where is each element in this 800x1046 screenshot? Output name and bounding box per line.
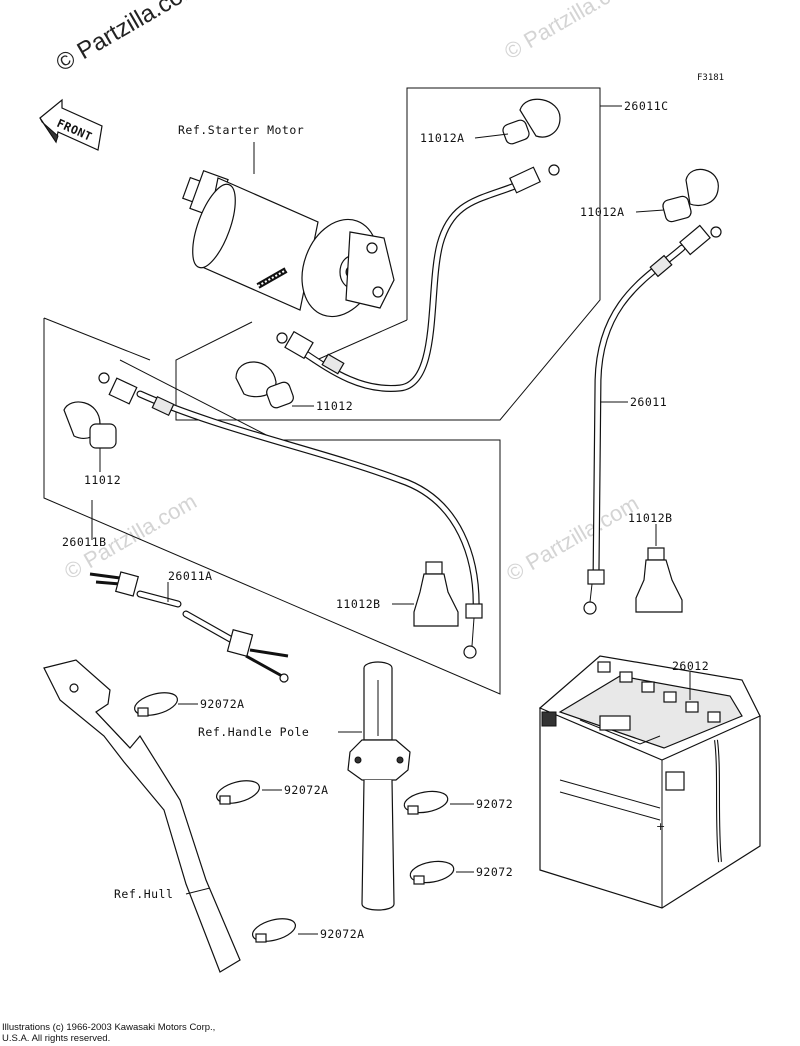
watermark-top: © Partzilla.com bbox=[52, 0, 206, 77]
clamp-92072A-1 bbox=[133, 692, 179, 717]
boot-11012-center bbox=[235, 361, 294, 409]
copyright-line-1: Illustrations (c) 1966-2003 Kawasaki Mot… bbox=[2, 1022, 216, 1033]
copyright-line-2: U.S.A. All rights reserved. bbox=[2, 1033, 111, 1044]
part-11012A-upper-label: 11012A bbox=[420, 131, 465, 145]
battery-vent-caps bbox=[597, 661, 721, 723]
svg-text:+: + bbox=[656, 820, 665, 833]
ref-hull-label: Ref.Hull bbox=[114, 887, 173, 901]
boot-11012A-right bbox=[662, 168, 719, 223]
hull-bracket bbox=[43, 659, 241, 973]
cable-26011 bbox=[583, 224, 722, 615]
leader-11012A-upper bbox=[474, 133, 509, 139]
clamp-92072A-2 bbox=[215, 780, 261, 805]
part-92072A-1-label: 92072A bbox=[200, 697, 245, 711]
part-92072A-3-label: 92072A bbox=[320, 927, 365, 941]
watermark-right: © Partzilla.com bbox=[502, 491, 643, 587]
part-26011C-label: 26011C bbox=[624, 99, 669, 113]
part-26011B-label: 26011B bbox=[62, 535, 107, 549]
boot-11012-left bbox=[63, 401, 117, 449]
watermark-top-right: © Partzilla.com bbox=[500, 0, 641, 64]
ref-handle-pole-label: Ref.Handle Pole bbox=[198, 725, 309, 739]
cable-26011B bbox=[98, 372, 483, 659]
boot-11012A-upper bbox=[502, 98, 561, 145]
leader-hull bbox=[185, 887, 211, 895]
group-frame-lines bbox=[43, 87, 601, 695]
part-26011A-label: 26011A bbox=[168, 569, 213, 583]
part-11012A-right-label: 11012A bbox=[580, 205, 625, 219]
boot-11012B-center bbox=[413, 561, 459, 627]
cable-26011C bbox=[276, 164, 560, 392]
part-26012-label: 26012 bbox=[672, 659, 709, 673]
clamp-92072A-3 bbox=[251, 918, 297, 943]
starter-motor bbox=[182, 142, 395, 318]
part-11012B-center-label: 11012B bbox=[336, 597, 381, 611]
harness-26011A bbox=[89, 571, 289, 683]
handle-pole bbox=[347, 661, 411, 911]
part-92072-2-label: 92072 bbox=[476, 865, 513, 879]
clamp-92072-1 bbox=[403, 790, 449, 815]
part-11012-center-label: 11012 bbox=[316, 399, 353, 413]
battery-26012: + bbox=[538, 655, 761, 909]
part-92072-1-label: 92072 bbox=[476, 797, 513, 811]
clamp-92072-2 bbox=[409, 860, 455, 885]
part-11012-left-label: 11012 bbox=[84, 473, 121, 487]
leader-11012A-right bbox=[635, 209, 665, 213]
part-26011-label: 26011 bbox=[630, 395, 667, 409]
part-92072A-2-label: 92072A bbox=[284, 783, 329, 797]
figure-ref: F3181 bbox=[697, 73, 724, 83]
part-11012B-right-label: 11012B bbox=[628, 511, 673, 525]
copyright-notice: Illustrations (c) 1966-2003 Kawasaki Mot… bbox=[2, 1022, 215, 1044]
ref-starter-motor-label: Ref.Starter Motor bbox=[178, 123, 304, 137]
front-arrow-icon: FRONT bbox=[39, 98, 103, 151]
boot-11012B-right bbox=[635, 547, 683, 613]
